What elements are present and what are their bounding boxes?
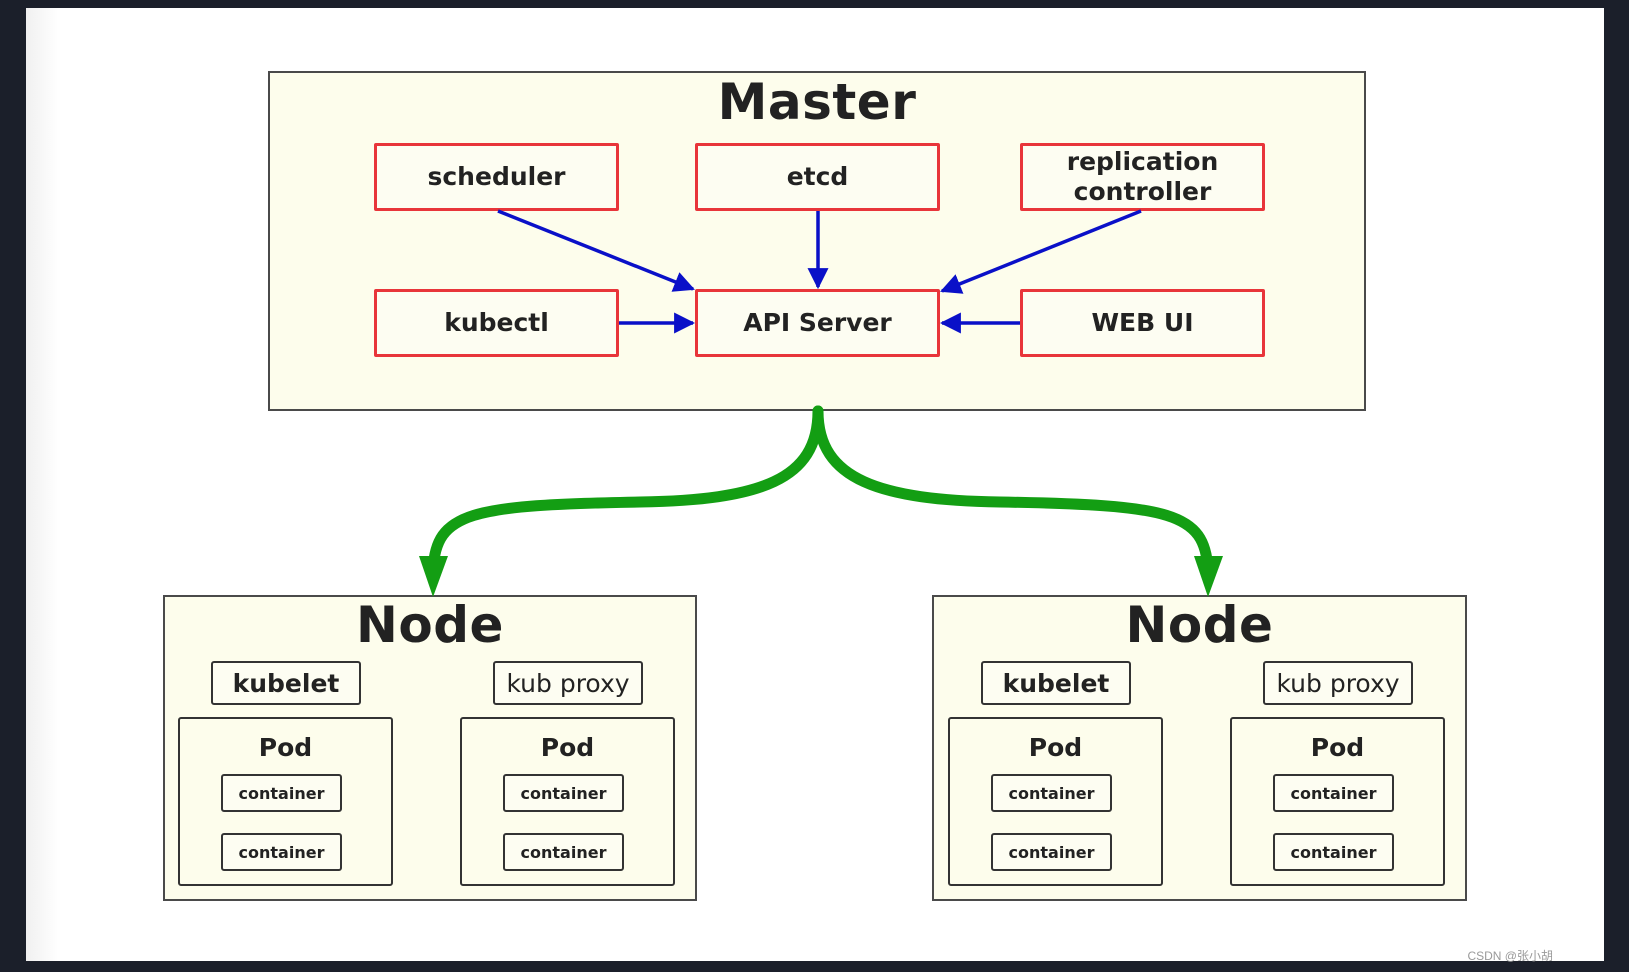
kubectl-box: kubectl — [374, 289, 619, 357]
pod-title: Pod — [1310, 733, 1365, 762]
kub-proxy-box-right: kub proxy — [1263, 661, 1413, 705]
pod-left-1: Pod container container — [178, 717, 393, 886]
pod-right-2: Pod container container — [1230, 717, 1445, 886]
container-box: container — [503, 774, 624, 812]
arrow-rc-to-api — [940, 209, 1142, 294]
pod-title: Pod — [258, 733, 313, 762]
pod-left-2: Pod container container — [460, 717, 675, 886]
api-server-box: API Server — [695, 289, 940, 357]
container-box: container — [221, 833, 342, 871]
container-box: container — [991, 833, 1112, 871]
container-box: container — [221, 774, 342, 812]
master-title: Master — [717, 73, 917, 131]
pod-right-1: Pod container container — [948, 717, 1163, 886]
container-box: container — [1273, 833, 1394, 871]
pod-title: Pod — [540, 733, 595, 762]
node-title-right: Node — [1125, 596, 1274, 654]
pod-title: Pod — [1028, 733, 1083, 762]
replication-controller-box: replication controller — [1020, 143, 1265, 211]
etcd-box: etcd — [695, 143, 940, 211]
arrow-master-to-node-right — [812, 405, 1214, 576]
arrowhead-node-left — [419, 556, 448, 597]
replication-controller-label: replication controller — [1066, 147, 1219, 206]
arrow-scheduler-to-api — [497, 209, 695, 292]
arrow-master-to-node-left — [427, 405, 824, 576]
arrowhead-node-right — [1194, 556, 1223, 597]
container-box: container — [503, 833, 624, 871]
container-box: container — [991, 774, 1112, 812]
scheduler-box: scheduler — [374, 143, 619, 211]
node-title-left: Node — [356, 596, 504, 654]
kub-proxy-box-left: kub proxy — [493, 661, 643, 705]
container-box: container — [1273, 774, 1394, 812]
watermark: CSDN @张小胡 — [1467, 949, 1553, 963]
kubelet-box-left: kubelet — [211, 661, 361, 705]
kubelet-box-right: kubelet — [981, 661, 1131, 705]
canvas-left-shadow — [26, 8, 58, 961]
web-ui-box: WEB UI — [1020, 289, 1265, 357]
